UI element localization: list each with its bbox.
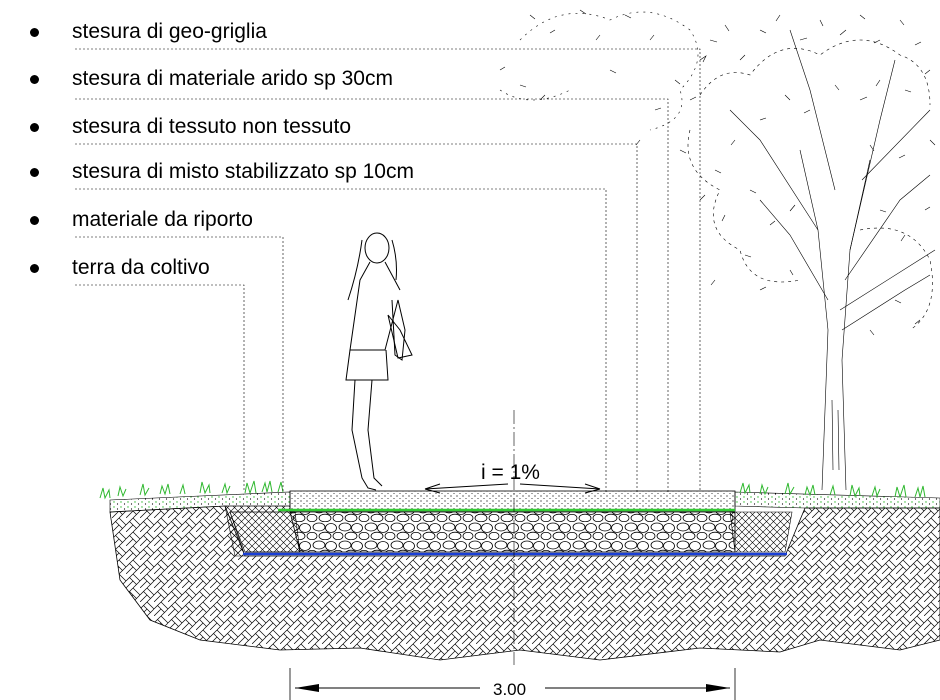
soil-profile (99, 480, 940, 661)
legend-label: stesura di misto stabilizzato sp 10cm (72, 160, 414, 183)
leader-terra (75, 284, 245, 492)
leader-arido (75, 98, 669, 492)
tree-illustration (499, 9, 936, 491)
bullet-icon (30, 215, 39, 225)
legend-item: stesura di geo-griglia (30, 17, 267, 47)
legend-label: stesura di tessuto non tessuto (72, 115, 351, 138)
width-dimension-label: 3.00 (493, 680, 526, 699)
legend-item: stesura di materiale arido sp 30cm (30, 64, 393, 94)
leader-tessuto (75, 143, 638, 492)
existing-ground-hatch (109, 505, 940, 661)
leader-misto (75, 188, 607, 492)
bullet-icon (30, 167, 39, 177)
legend-label: materiale da riporto (72, 208, 253, 231)
topsoil-right (734, 491, 940, 509)
grass-right (739, 482, 926, 499)
legend-item: materiale da riporto (30, 205, 253, 235)
topsoil-left (109, 491, 291, 513)
leader-geogrid (75, 48, 701, 492)
stone-base-layer (245, 511, 736, 553)
bullet-icon (30, 263, 39, 273)
stabilized-layer (289, 490, 736, 512)
person-figure (345, 232, 413, 491)
slope-arrows (424, 483, 601, 494)
slope-label: i = 1% (481, 461, 540, 484)
legend-label: terra da coltivo (72, 256, 210, 279)
legend-item: stesura di misto stabilizzato sp 10cm (30, 157, 414, 187)
legend-item: stesura di tessuto non tessuto (30, 112, 351, 142)
legend-label: stesura di geo-griglia (72, 20, 267, 43)
bullet-icon (30, 74, 39, 84)
legend-item: terra da coltivo (30, 253, 210, 283)
grass-left (99, 480, 284, 500)
legend-label: stesura di materiale arido sp 30cm (72, 67, 393, 90)
bullet-icon (30, 122, 39, 132)
dimension-line (289, 668, 736, 700)
leader-riporto (75, 236, 284, 492)
leader-lines (75, 48, 701, 492)
bullet-icon (30, 27, 39, 37)
